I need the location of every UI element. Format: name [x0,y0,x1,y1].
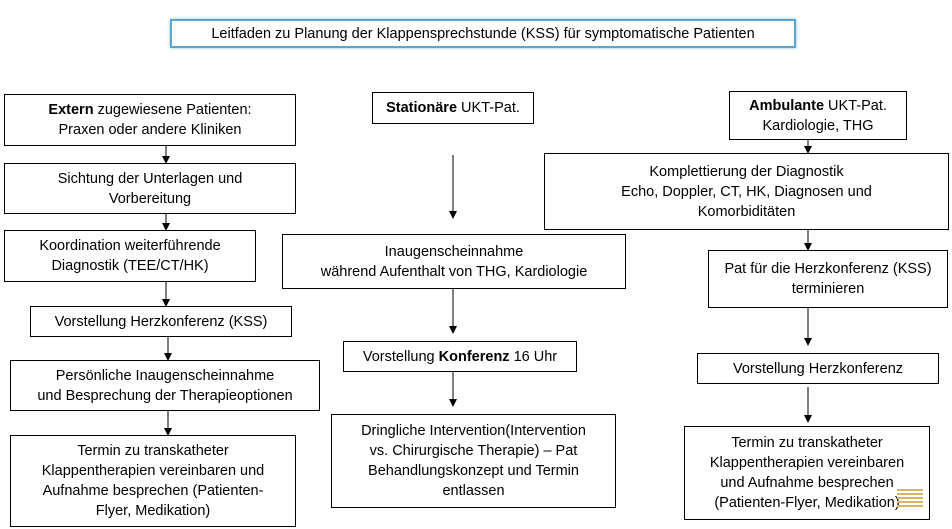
right-step-komplettierung-line2: Echo, Doppler, CT, HK, Diagnosen und [621,183,872,200]
left-header-line2: Praxen oder andere Kliniken [58,122,242,138]
left-step-inaugenschein: Persönliche Inaugenscheinnahme und Bespr… [10,360,320,411]
middle-step-konferenz-post: 16 Uhr [509,348,558,365]
right-step-termin-line2: Klappentherapien vereinbaren [709,455,905,471]
right-step-komplettierung-line3: Komorbiditäten [697,203,796,220]
left-step-koordination-line2: Diagnostik (TEE/CT/HK) [51,258,209,274]
middle-step-konferenz-pre: Vorstellung [362,348,439,365]
left-header-bold: Extern [48,102,94,118]
middle-step-konferenz-bold: Konferenz [438,348,510,365]
middle-step-inaugenschein: Inaugenscheinnahme während Aufenthalt vo… [282,234,626,289]
right-step-komplettierung-line1: Komplettierung der Diagnostik [649,163,844,180]
middle-header-box: Stationäre UKT-Pat. [372,92,534,124]
middle-step-intervention-line3: Behandlungskonzept und Termin [368,463,579,479]
right-step-herzkonferenz: Vorstellung Herzkonferenz [697,353,939,384]
middle-step-intervention-line2: vs. Chirurgische Therapie) – Pat [369,443,578,459]
document-stack-icon [897,489,923,511]
left-step-koordination-line1: Koordination weiterführende [39,238,221,254]
left-step-termin-line1: Termin zu transkatheter [77,443,229,459]
left-header-box: Extern zugewiesene Patienten: Praxen ode… [4,94,296,146]
right-header-rest: UKT-Pat. [824,97,887,114]
right-step-termin: Termin zu transkatheter Klappentherapien… [684,426,930,520]
right-step-termin-line4: (Patienten-Flyer, Medikation) [714,495,900,511]
middle-step-intervention-line4: entlassen [442,483,505,499]
right-step-termin-line3: und Aufnahme besprechen [720,475,894,491]
left-step-herzkonferenz-line1: Vorstellung Herzkonferenz (KSS) [54,313,268,330]
middle-step-konferenz: Vorstellung Konferenz 16 Uhr [343,341,577,372]
right-step-herzkonferenz-line1: Vorstellung Herzkonferenz [732,360,904,377]
diagram-title: Leitfaden zu Planung der Klappensprechst… [170,19,796,48]
right-step-terminieren-line2: terminieren [791,281,865,297]
left-step-inaugenschein-line2: und Besprechung der Therapieoptionen [37,387,293,404]
middle-step-intervention-line1: Dringliche Intervention(Intervention [361,423,586,439]
right-header-bold: Ambulante [749,97,825,114]
right-header-line2: Kardiologie, THG [762,117,874,134]
left-step-inaugenschein-line1: Persönliche Inaugenscheinnahme [55,367,275,384]
middle-header-bold: Stationäre [386,100,458,116]
middle-step-inaugenschein-line2: während Aufenthalt von THG, Kardiologie [320,263,588,280]
left-step-sichtung-line1: Sichtung der Unterlagen und [57,170,243,187]
left-step-koordination: Koordination weiterführende Diagnostik (… [4,230,256,282]
left-step-herzkonferenz: Vorstellung Herzkonferenz (KSS) [30,306,292,337]
middle-step-inaugenschein-line1: Inaugenscheinnahme [384,243,524,260]
left-step-sichtung-line2: Vorbereitung [108,190,192,207]
right-step-komplettierung: Komplettierung der Diagnostik Echo, Dopp… [544,153,949,230]
left-step-termin-line2: Klappentherapien vereinbaren und [41,463,265,479]
left-header-rest: zugewiesene Patienten: [93,102,252,118]
left-step-sichtung: Sichtung der Unterlagen und Vorbereitung [4,163,296,214]
right-header-box: Ambulante UKT-Pat. Kardiologie, THG [729,91,907,140]
right-step-terminieren: Pat für die Herzkonferenz (KSS) terminie… [708,250,948,308]
middle-header-rest: UKT-Pat. [457,100,520,116]
left-step-termin-line3: Aufnahme besprechen (Patienten- [42,483,264,499]
right-step-termin-line1: Termin zu transkatheter [731,435,883,451]
right-step-terminieren-line1: Pat für die Herzkonferenz (KSS) [724,261,932,277]
left-step-termin-line4: Flyer, Medikation) [95,503,211,519]
middle-step-intervention: Dringliche Intervention(Intervention vs.… [331,414,616,508]
left-step-termin: Termin zu transkatheter Klappentherapien… [10,435,296,527]
